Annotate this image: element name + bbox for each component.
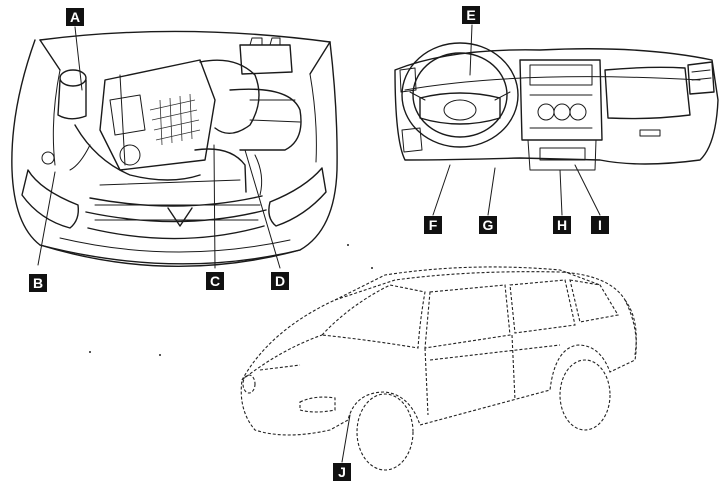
label-e: E	[462, 6, 480, 24]
engine-bay-illustration	[11, 26, 338, 269]
label-g: G	[479, 216, 497, 234]
label-b: B	[29, 274, 47, 292]
label-f: F	[424, 216, 442, 234]
label-h: H	[553, 216, 571, 234]
label-a: A	[66, 8, 84, 26]
label-c: C	[206, 272, 224, 290]
label-i: I	[591, 216, 609, 234]
dashboard-illustration	[394, 24, 719, 216]
vehicle-illustration	[240, 266, 637, 471]
label-j: J	[333, 463, 351, 481]
label-d: D	[271, 272, 289, 290]
scan-specks	[89, 244, 373, 356]
